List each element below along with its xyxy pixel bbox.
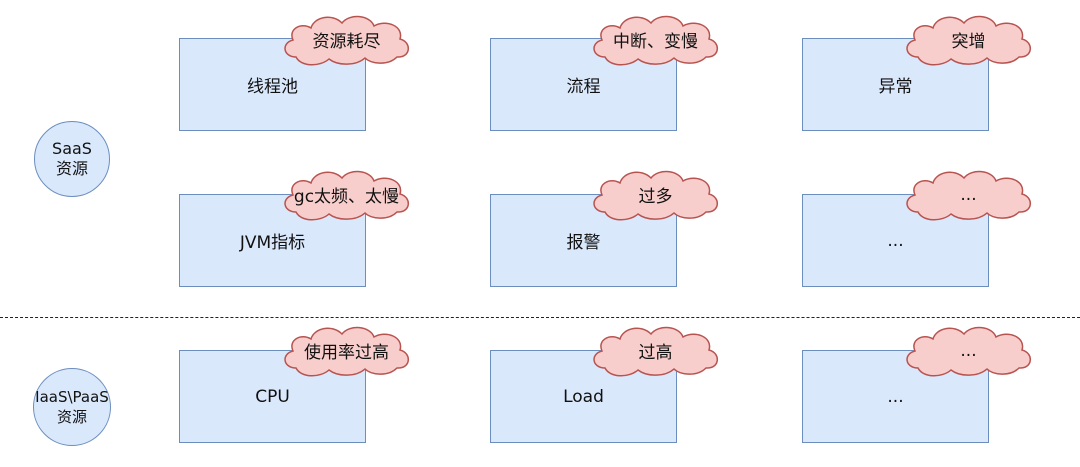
exception-cloud-text: 突增 <box>951 32 986 52</box>
cloud-shape-icon <box>906 326 1031 377</box>
cloud-shape-icon <box>593 170 718 221</box>
thread-pool-cloud: 资源耗尽 <box>278 12 415 67</box>
saas-circle-label-line2: 资源 <box>55 159 88 178</box>
alert-cloud: 过多 <box>587 167 724 222</box>
cpu-cloud: 使用率过高 <box>278 323 415 378</box>
cloud-shape-icon <box>906 170 1031 221</box>
exception-cloud: 突增 <box>900 12 1037 67</box>
process-label: 流程 <box>566 77 601 97</box>
cloud-shape-icon <box>906 15 1031 66</box>
iaas-more-cloud: ... <box>900 323 1037 378</box>
iaas-more-cloud-text: ... <box>960 340 977 361</box>
cloud-shape-icon <box>284 170 409 221</box>
exception-label: 异常 <box>878 77 913 97</box>
cloud-shape-icon <box>284 15 409 66</box>
saas-more-cloud-text: ... <box>960 184 977 205</box>
saas-circle-label-line1: SaaS <box>52 139 92 158</box>
cpu-label: CPU <box>255 386 290 407</box>
saas-more-label: ... <box>887 230 904 251</box>
load-label: Load <box>563 386 604 407</box>
alert-cloud-text: 过多 <box>638 187 673 207</box>
jvm-metrics-cloud: gc太频、太慢 <box>278 167 415 222</box>
process-box: 流程 <box>490 38 677 131</box>
cloud-shape-icon <box>284 326 409 377</box>
alert-label: 报警 <box>566 233 601 253</box>
cpu-cloud-text: 使用率过高 <box>304 343 389 363</box>
iaas-circle-label-line2: 资源 <box>56 408 87 426</box>
thread-pool-label: 线程池 <box>247 77 298 97</box>
process-cloud-text: 中断、变慢 <box>613 32 698 52</box>
cloud-shape-icon <box>593 326 718 377</box>
load-cloud: 过高 <box>587 323 724 378</box>
process-cloud: 中断、变慢 <box>587 12 724 67</box>
saas-resource-circle: SaaS 资源 <box>34 121 110 197</box>
iaas-paas-resource-circle: IaaS\PaaS 资源 <box>33 368 111 446</box>
jvm-metrics-label: JVM指标 <box>239 233 306 253</box>
iaas-circle-label-line1: IaaS\PaaS <box>35 388 109 406</box>
thread-pool-cloud-text: 资源耗尽 <box>312 32 381 52</box>
jvm-metrics-cloud-text: gc太频、太慢 <box>293 187 400 207</box>
load-cloud-text: 过高 <box>638 343 673 363</box>
saas-more-cloud: ... <box>900 167 1037 222</box>
saas-iaas-divider <box>0 317 1080 318</box>
cloud-shape-icon <box>593 15 718 66</box>
iaas-more-label: ... <box>887 386 904 407</box>
